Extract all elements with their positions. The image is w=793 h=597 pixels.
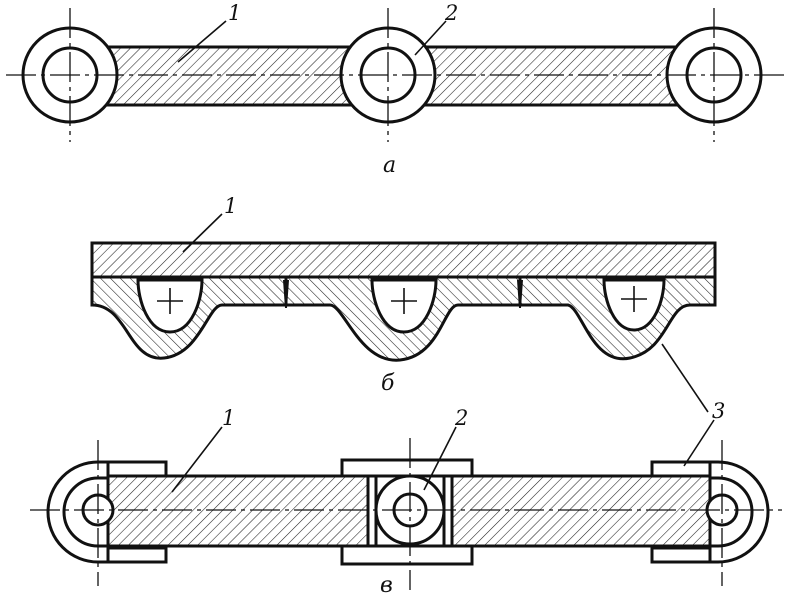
view-a-caption: а [383, 153, 396, 178]
view-v-boss-left-bottom [106, 546, 168, 564]
view-b-caption: б [381, 371, 395, 396]
label-3: 3 [712, 399, 725, 423]
view-v-caption: в [380, 573, 393, 597]
view-b-label-1: 1 [224, 194, 237, 218]
roller-leaders: 3 [661, 343, 725, 467]
view-a-leader-1 [177, 20, 227, 63]
view-v-boss-left-top [106, 460, 168, 478]
view-v-label-1: 1 [222, 406, 235, 430]
view-a-label-1: 1 [228, 1, 241, 25]
view-a-plate-left [94, 45, 368, 107]
view-v: 1 2 в [30, 406, 782, 597]
view-b-weld-right [517, 280, 523, 308]
view-a-leader-2 [414, 20, 447, 56]
view-b: 1 б [90, 194, 717, 396]
view-b-weld-left [283, 280, 289, 308]
view-v-boss-right-bottom [650, 546, 712, 564]
view-v-plate-left [106, 474, 370, 548]
view-v-leader-1 [171, 426, 223, 493]
view-v-label-2: 2 [454, 406, 468, 430]
view-v-plate-right [450, 474, 712, 548]
view-b-plate [90, 241, 717, 279]
view-a-centerlines [6, 8, 785, 142]
view-v-end-right-inner [708, 476, 754, 548]
view-a: 1 2 а [6, 1, 785, 178]
view-b-centermarks [157, 286, 647, 314]
view-v-leader-2 [423, 426, 457, 491]
view-b-leader-1 [182, 213, 223, 253]
view-a-label-2: 2 [444, 1, 458, 25]
view-v-boss-middle-bottom [340, 544, 474, 566]
view-v-boss-right-top [650, 460, 712, 478]
view-v-centerlines [30, 438, 782, 590]
view-v-end-left-inner [62, 476, 108, 548]
view-a-plate-right [408, 45, 694, 107]
